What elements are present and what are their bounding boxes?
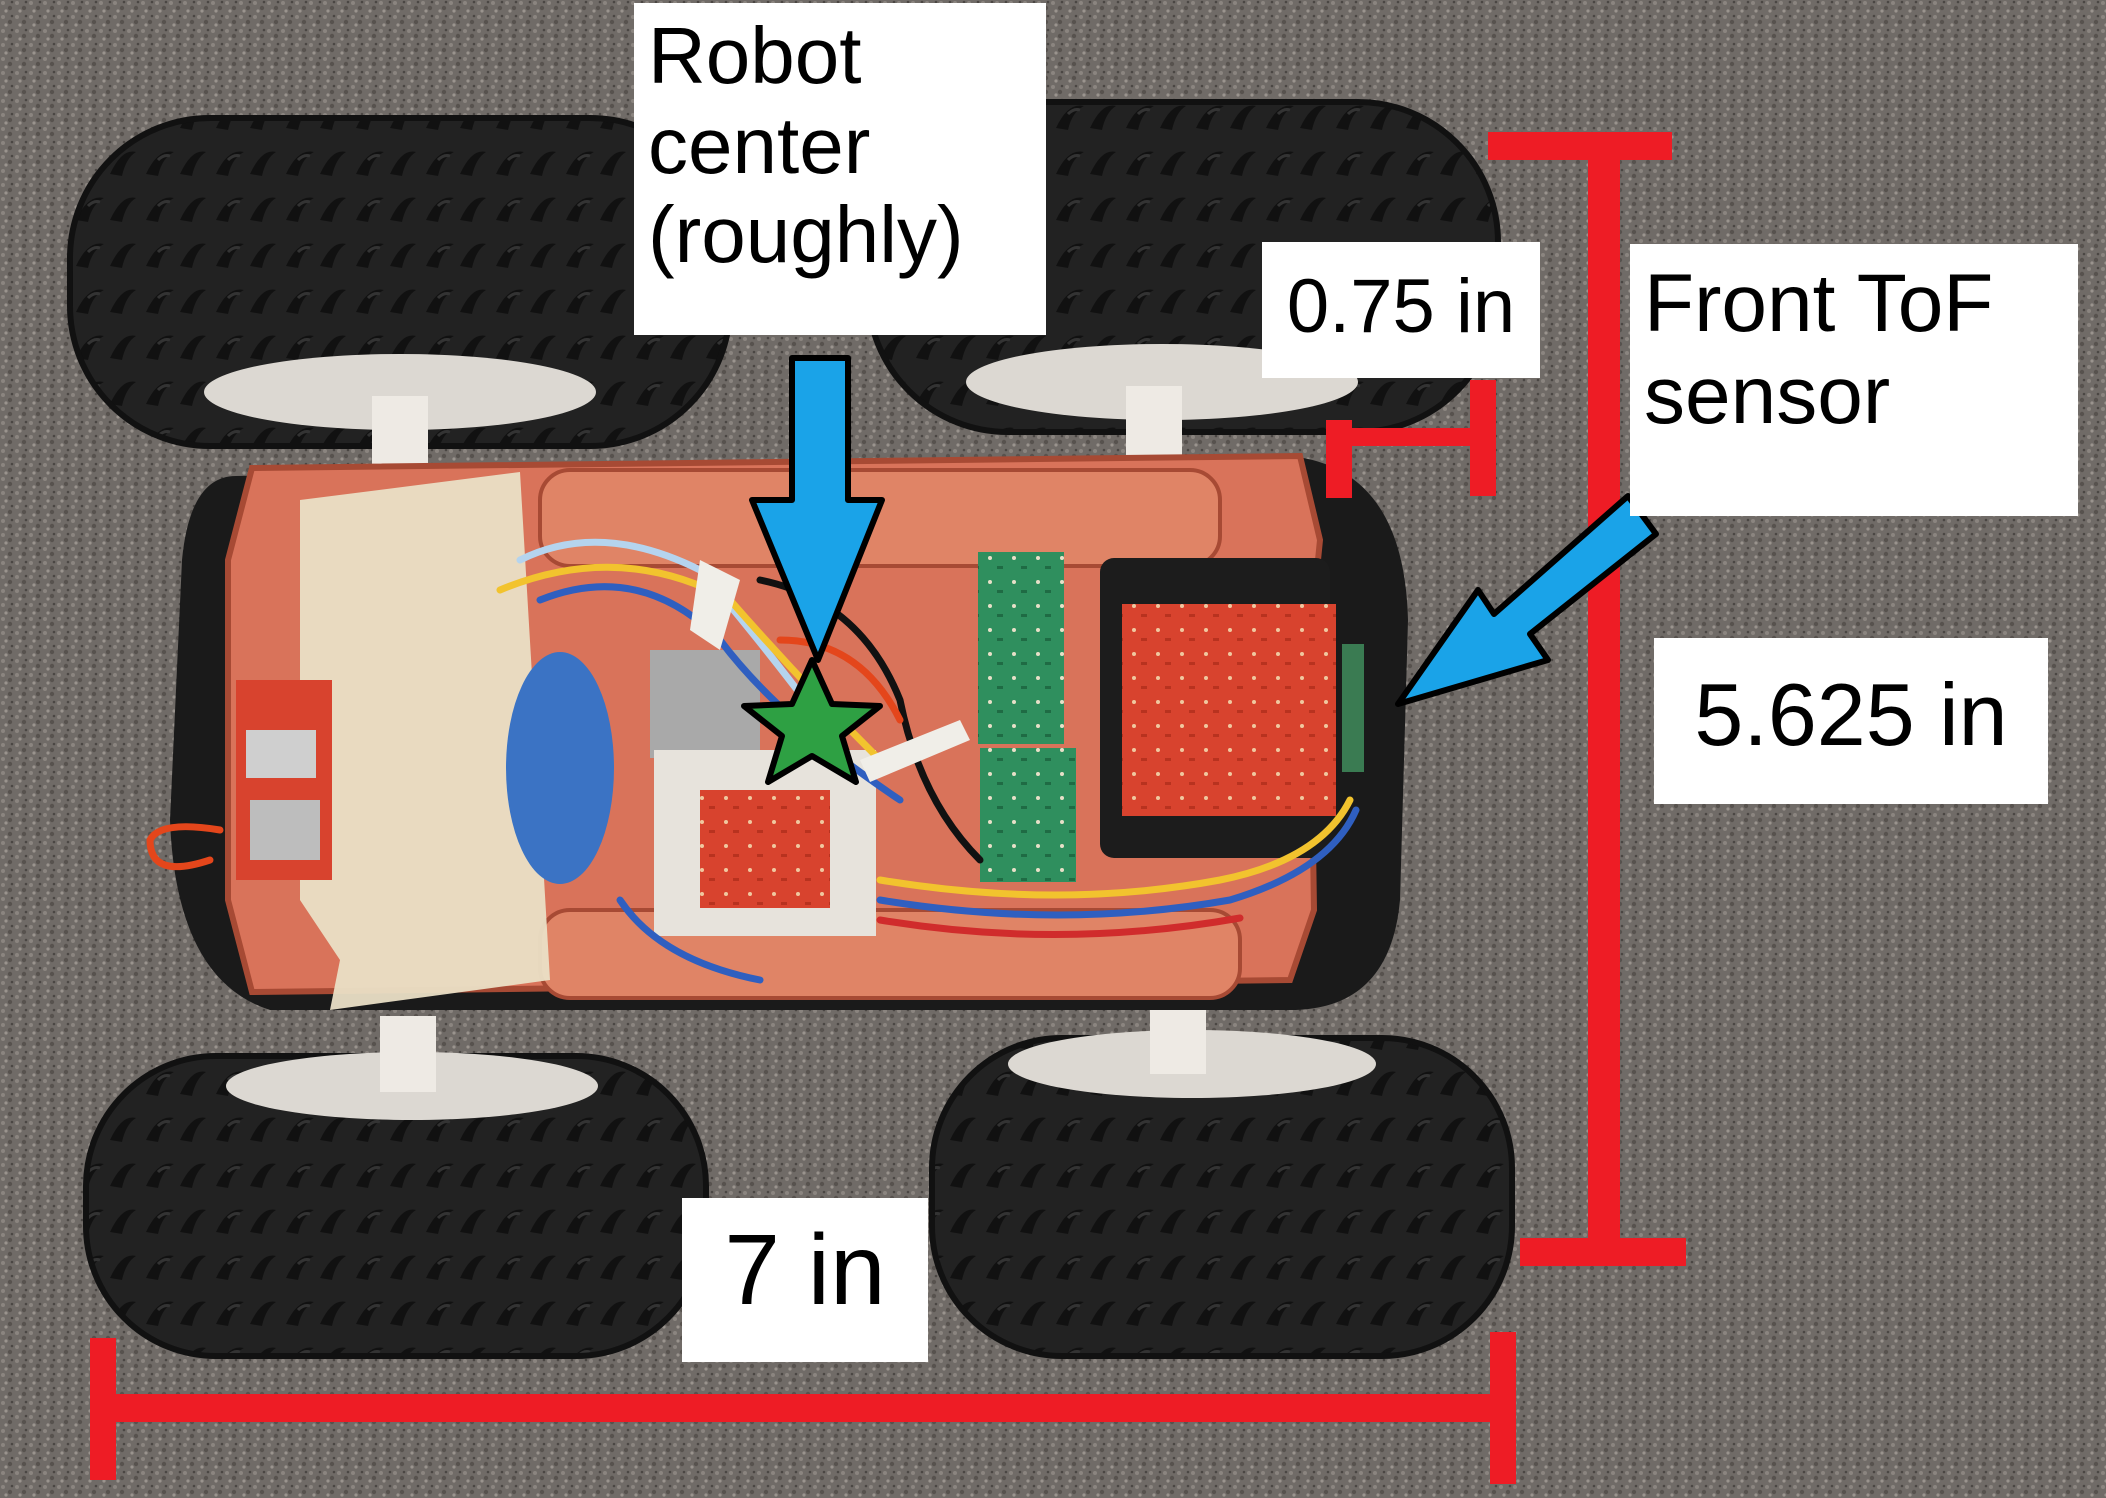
offset-dimension-label: 0.75 in <box>1262 242 1540 378</box>
front-tof-label: Front ToF sensor <box>1630 244 2078 516</box>
front-tof-label-line-2: sensor <box>1644 349 1891 441</box>
robot-center-label: Robot center (roughly) <box>634 3 1046 335</box>
star-icon <box>741 657 883 785</box>
horizontal-dimension-label: 7 in <box>682 1198 928 1362</box>
front-tof-label-line-1: Front ToF <box>1644 258 1994 349</box>
robot-center-label-line-3: (roughly) <box>648 190 964 280</box>
dimension-lines <box>90 132 1686 1484</box>
robot-center-label-line-1: Robot <box>648 11 862 100</box>
tire-group <box>67 99 1515 1359</box>
arrow-icon <box>749 355 1659 707</box>
robot-center-label-line-2: center <box>648 100 871 190</box>
vertical-dimension-label: 5.625 in <box>1654 638 2048 804</box>
